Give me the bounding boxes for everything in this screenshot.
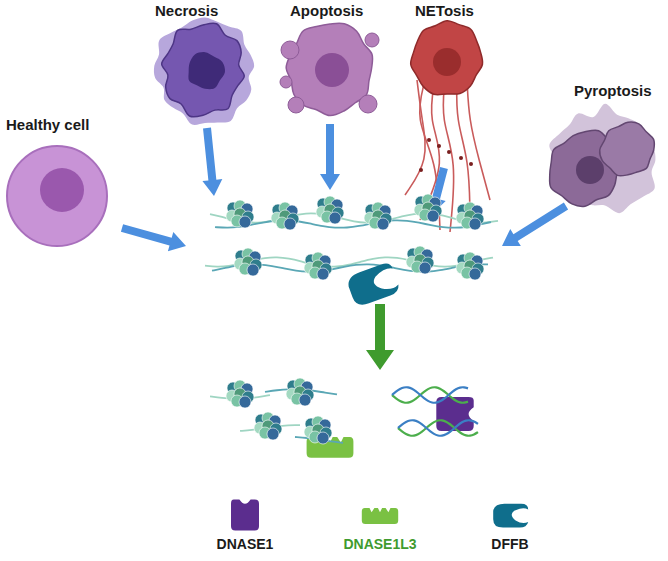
necrosis-halo <box>154 17 254 125</box>
net-strand <box>443 80 453 232</box>
granule <box>447 150 451 154</box>
histone <box>247 264 259 276</box>
histone <box>469 268 481 280</box>
swatch-shape <box>231 500 259 531</box>
legend-item: DFFB <box>480 498 540 552</box>
pyroptotic-bleb <box>600 122 655 176</box>
dna-strand <box>215 220 491 227</box>
nucleus <box>40 168 84 212</box>
swatch-shape <box>362 508 398 524</box>
nucleus <box>576 156 604 184</box>
histone <box>317 268 329 280</box>
legend-label: DNASE1 <box>217 536 274 552</box>
histone <box>419 262 431 274</box>
apoptotic-body <box>280 76 292 88</box>
legend-label: DFFB <box>491 536 528 552</box>
histone <box>377 218 389 230</box>
legend-item: DNASE1L3 <box>343 498 416 552</box>
swatch-shape <box>493 504 528 528</box>
histone <box>317 432 329 444</box>
histone <box>239 216 251 228</box>
flow-arrow <box>366 304 394 370</box>
enzyme-swatch <box>350 498 410 532</box>
cell-type-label: Healthy cell <box>6 116 89 133</box>
granule <box>427 138 431 142</box>
granule <box>459 156 463 160</box>
healthy-cell <box>7 146 107 246</box>
nucleus <box>188 52 225 89</box>
granule <box>469 162 473 166</box>
nucleus <box>433 48 461 76</box>
apoptotic-body <box>359 95 377 113</box>
net-strand <box>405 80 425 195</box>
netotic-cell <box>405 21 490 232</box>
flow-arrow <box>502 203 568 246</box>
histone <box>267 428 279 440</box>
apoptotic-body <box>288 97 304 113</box>
dffb-enzyme <box>345 261 401 308</box>
histone <box>469 218 481 230</box>
apoptotic-body <box>281 41 299 59</box>
granule <box>437 144 441 148</box>
flow-arrow <box>320 124 340 190</box>
histone <box>329 212 341 224</box>
legend-label: DNASE1L3 <box>343 536 416 552</box>
cell-type-label: Pyroptosis <box>574 82 652 99</box>
dna-helix <box>398 420 478 435</box>
pyroptosis-halo <box>549 104 655 213</box>
apoptotic-body <box>365 33 379 47</box>
chromatin <box>205 194 498 280</box>
nucleus <box>315 53 349 87</box>
cell-body <box>411 21 483 95</box>
histone <box>239 396 251 408</box>
cell-type-label: NETosis <box>415 2 474 19</box>
fragments <box>210 378 478 444</box>
enzyme-swatch <box>215 498 275 532</box>
histone <box>284 218 296 230</box>
flow-arrow <box>121 224 186 251</box>
enzyme-swatch <box>480 498 540 532</box>
cell-type-label: Apoptosis <box>290 2 363 19</box>
enzymes <box>307 261 474 457</box>
dna-helix <box>392 387 468 402</box>
cell-type-label: Necrosis <box>155 2 218 19</box>
necrotic-cell <box>162 23 245 117</box>
flow-arrow <box>202 128 222 196</box>
cells <box>7 17 655 246</box>
histone <box>299 394 311 406</box>
granule <box>419 168 423 172</box>
net-strand <box>467 80 490 200</box>
dna-helix <box>392 387 468 402</box>
histone <box>427 210 439 222</box>
dna-helix <box>398 420 478 435</box>
legend-item: DNASE1 <box>215 498 275 552</box>
